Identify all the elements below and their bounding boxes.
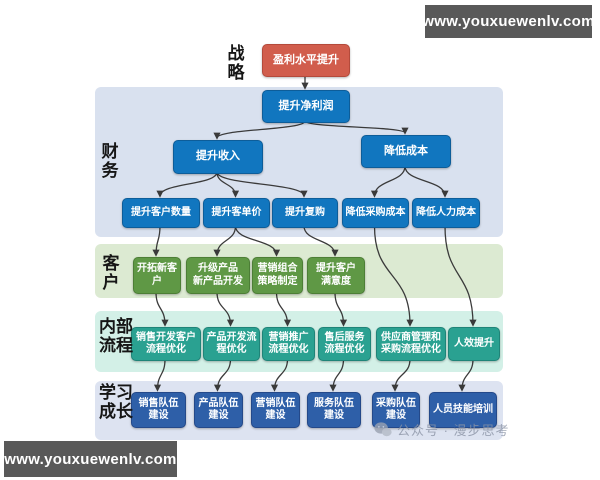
node-marketing_mix: 营销组合 策略制定 <box>252 257 303 294</box>
node-unit_price: 提升客单价 <box>203 198 270 228</box>
connector-revenue_up-to-repurchase <box>216 171 308 198</box>
connector-labor_cost-to-efficiency <box>444 225 477 327</box>
connector-marketing_process-to-marketing_team <box>270 358 289 392</box>
node-sales_process: 销售开发客户 流程优化 <box>131 327 201 361</box>
connector-efficiency-to-training <box>458 358 474 392</box>
node-product_upgrade: 升级产品 新产品开发 <box>186 257 250 294</box>
connector-revenue_up-to-unit_price <box>216 171 240 198</box>
connector-cost_down-to-procurement_cost <box>370 165 406 198</box>
layer-label-process: 内部 流程 <box>99 317 133 356</box>
wechat-watermark-text: 公众号 · 漫步思考 <box>397 423 510 438</box>
node-customer_count: 提升客户数量 <box>122 198 200 228</box>
connector-product_process-to-product_team <box>213 358 232 392</box>
node-marketing_team: 营销队伍 建设 <box>251 392 300 428</box>
layer-label-finance: 财 务 <box>101 142 119 181</box>
node-procurement_cost: 降低采购成本 <box>342 198 409 228</box>
site-watermark-top-right: www.youxuewenlv.com <box>422 5 594 38</box>
connector-repurchase-to-satisfaction <box>303 225 339 257</box>
node-training: 人员技能培训 <box>429 392 497 428</box>
layer-label-customer: 客 户 <box>102 254 120 293</box>
connector-sales_process-to-sales_team <box>153 358 166 392</box>
node-sales_team: 销售队伍 建设 <box>131 392 186 428</box>
node-product_team: 产品队伍 建设 <box>194 392 243 428</box>
connector-satisfaction-to-aftersales_process <box>334 291 348 327</box>
node-net_profit: 提升净利润 <box>262 90 350 123</box>
node-satisfaction: 提升客户 满意度 <box>307 257 365 294</box>
node-product_process: 产品开发流 程优化 <box>203 327 260 361</box>
node-marketing_process: 营销推广 流程优化 <box>262 327 315 361</box>
node-cost_down: 降低成本 <box>361 135 451 168</box>
node-labor_cost: 降低人力成本 <box>412 198 480 228</box>
site-watermark-bottom-left: www.youxuewenlv.com <box>4 441 177 477</box>
connector-revenue_up-to-customer_count <box>156 171 218 198</box>
node-aftersales_process: 售后服务 流程优化 <box>318 327 371 361</box>
connector-procurement_cost-to-supply_process <box>373 225 414 327</box>
layer-label-strategy: 战 略 <box>227 44 245 83</box>
node-new_customers: 开拓新客 户 <box>133 257 181 294</box>
node-procurement_team: 采购队伍 建设 <box>372 392 420 428</box>
wechat-icon <box>374 422 392 437</box>
node-repurchase: 提升复购 <box>272 198 338 228</box>
connector-marketing_mix-to-marketing_process <box>275 291 292 327</box>
wechat-watermark: 公众号 · 漫步思考 <box>374 420 510 439</box>
layer-label-growth: 学习 成长 <box>99 383 133 422</box>
connector-new_customers-to-sales_process <box>155 291 169 327</box>
connector-unit_price-to-product_upgrade <box>213 225 237 257</box>
node-revenue_up: 提升收入 <box>173 140 263 174</box>
connector-unit_price-to-marketing_mix <box>234 225 281 257</box>
node-supply_process: 供应商管理和 采购流程优化 <box>376 327 446 361</box>
node-efficiency: 人效提升 <box>448 327 500 361</box>
connector-supply_process-to-procurement_team <box>391 358 411 392</box>
connector-cost_down-to-labor_cost <box>404 165 449 198</box>
connector-product_upgrade-to-product_process <box>216 291 235 327</box>
node-service_team: 服务队伍 建设 <box>307 392 361 428</box>
node-profit: 盈利水平提升 <box>262 44 350 77</box>
connector-aftersales_process-to-service_team <box>329 358 345 392</box>
connector-customer_count-to-new_customers <box>152 225 161 257</box>
connector-net_profit-to-revenue_up <box>213 120 306 140</box>
